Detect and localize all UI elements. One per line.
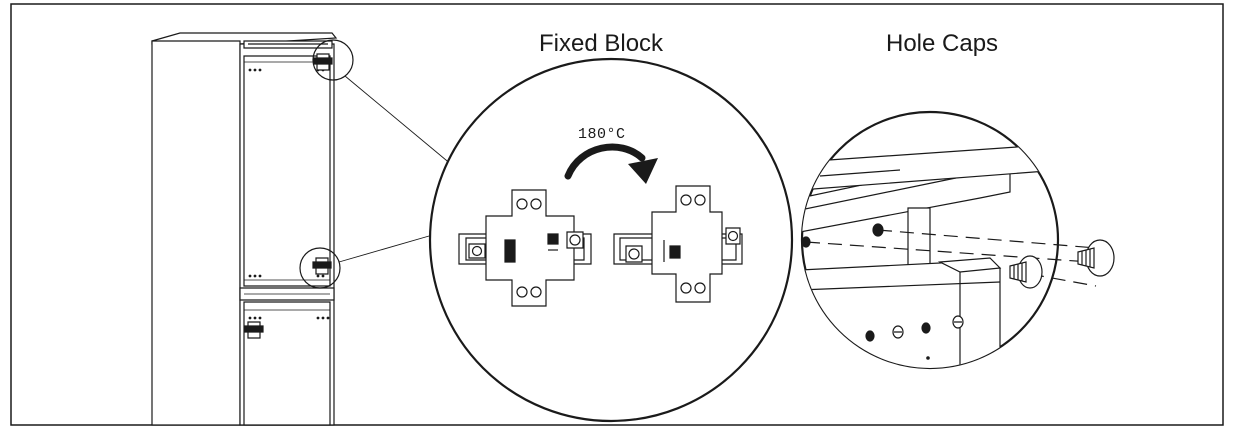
fridge-hinge-middle (313, 258, 331, 274)
curved-arrow-icon (568, 147, 658, 184)
hole-caps-label: Hole Caps (886, 30, 999, 57)
fixed-block-label: Fixed Block (539, 30, 664, 57)
fixed-block-right (614, 186, 742, 302)
fixed-block-left (459, 190, 591, 306)
diagram-frame (11, 4, 1223, 425)
fixed-block-detail-circle (430, 59, 792, 421)
hole-cap-outer (1078, 240, 1114, 276)
zoom-marker-top (313, 40, 353, 80)
fridge-hinge-top (314, 54, 332, 70)
fridge-hinge-lower (245, 322, 263, 338)
refrigerator-illustration (152, 33, 336, 425)
hole-cap-inner (1010, 256, 1042, 288)
zoom-marker-middle (300, 248, 340, 288)
rotation-angle-label: 180°C (578, 126, 626, 143)
